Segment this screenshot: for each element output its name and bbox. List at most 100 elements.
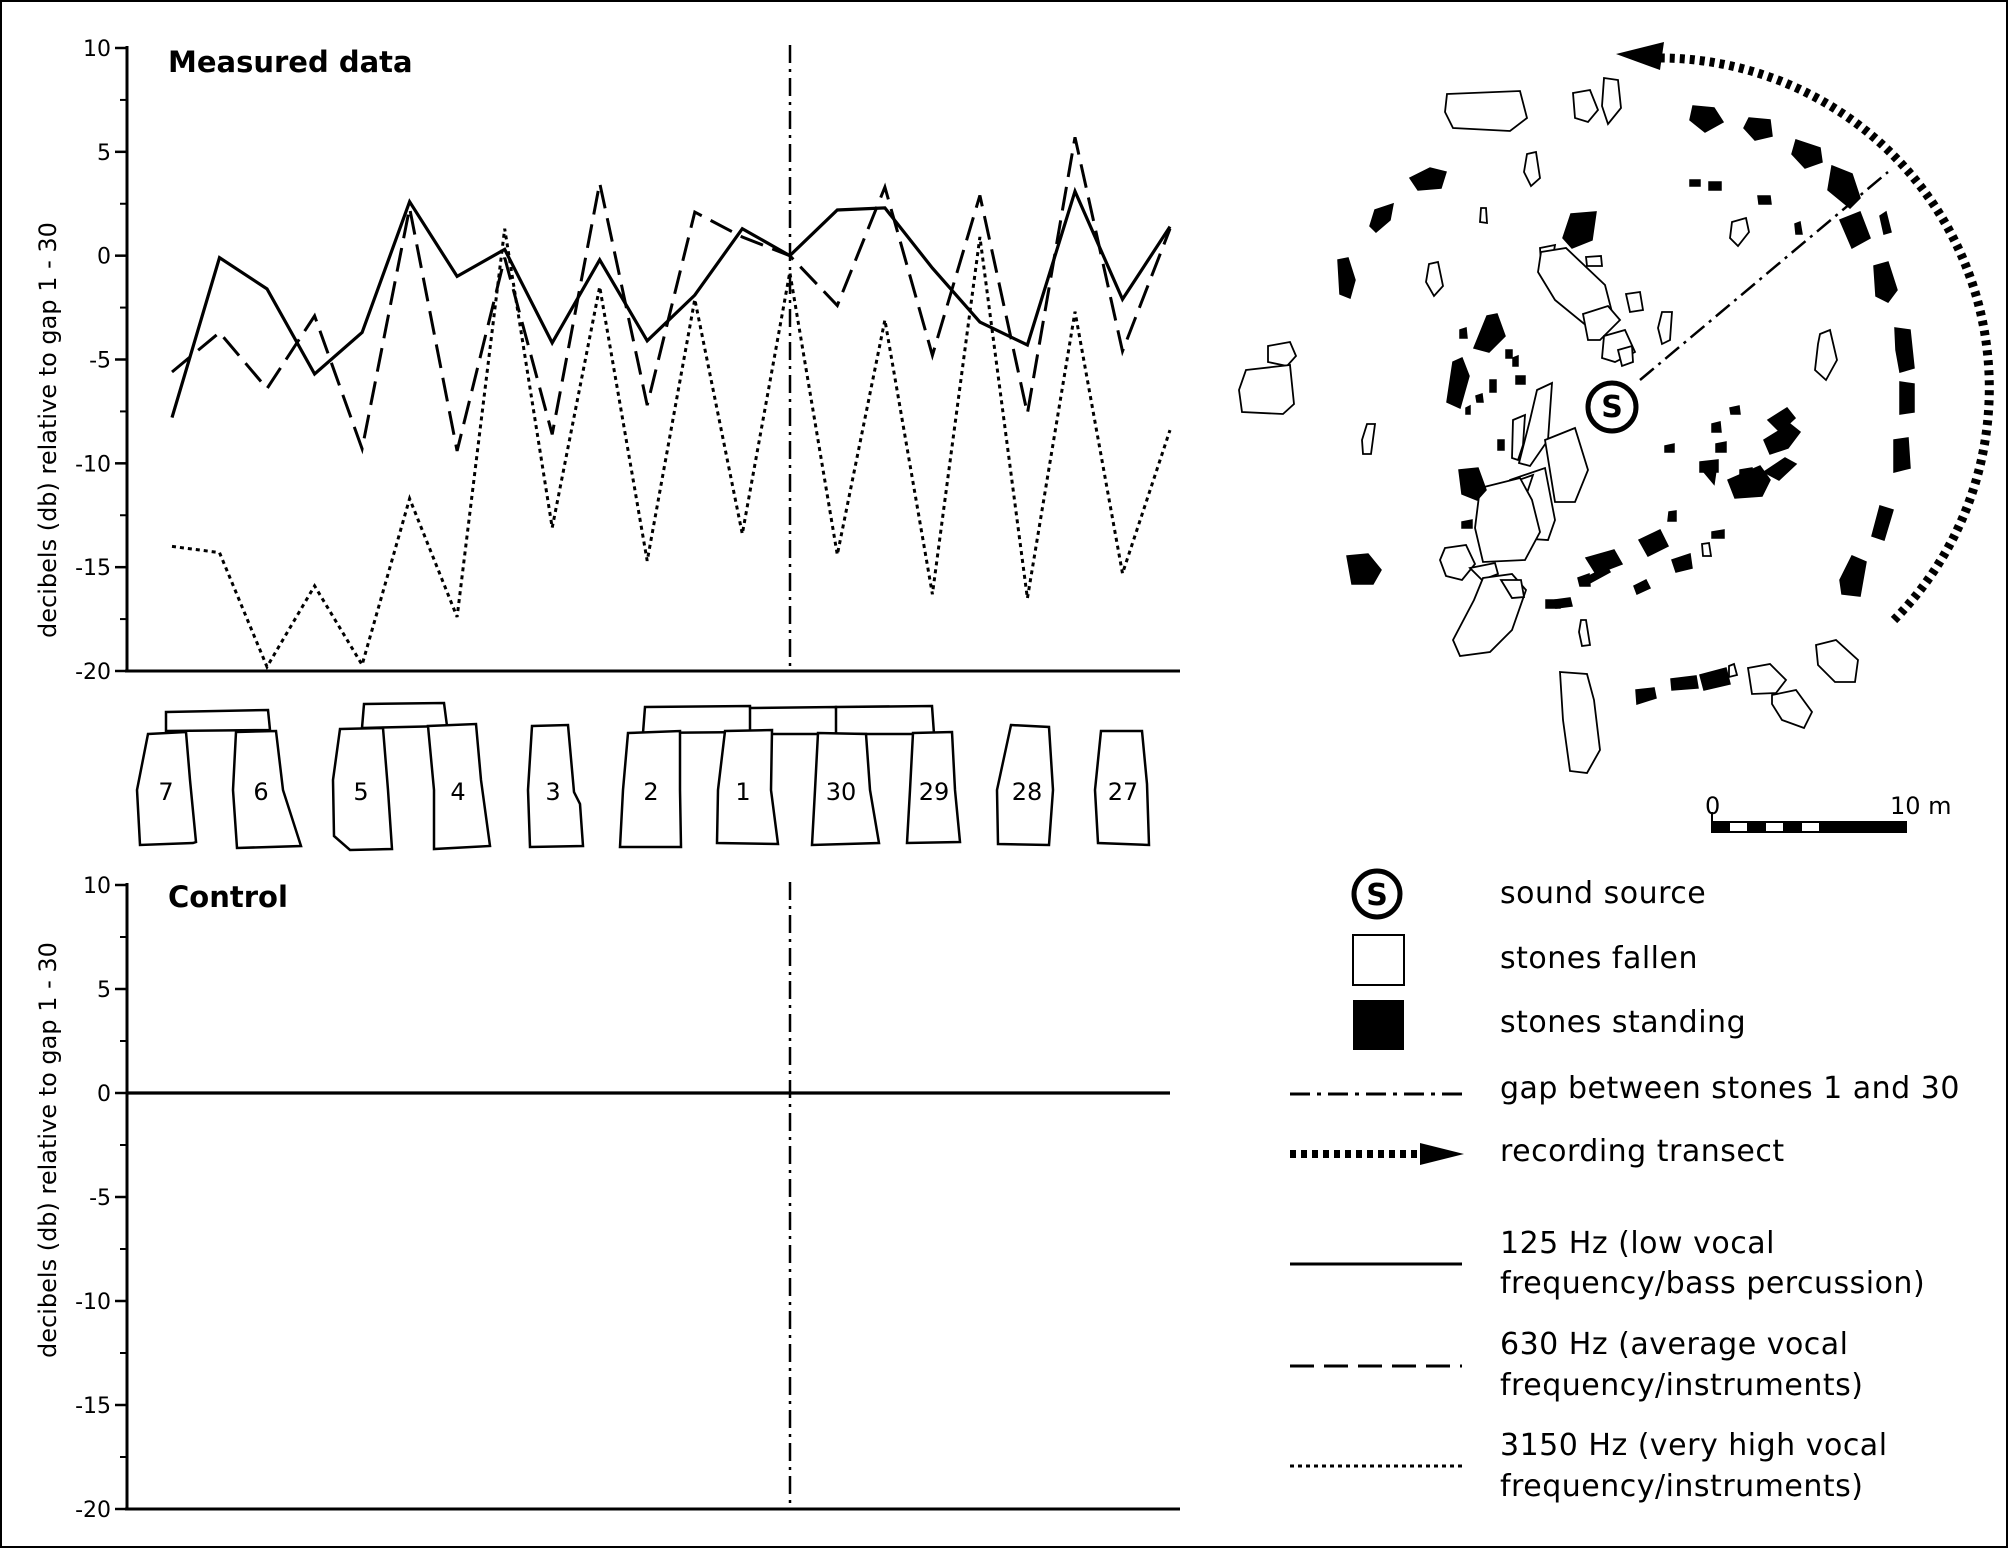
standing-stone bbox=[1741, 470, 1761, 491]
legend-stones-standing: stones standing bbox=[1353, 1000, 1746, 1050]
standing-stone bbox=[1899, 381, 1915, 415]
stone-number-label: 6 bbox=[253, 778, 268, 806]
stone-number-label: 2 bbox=[643, 778, 658, 806]
fallen-stone bbox=[1657, 311, 1673, 346]
top-series-dashed bbox=[171, 136, 1172, 455]
stone-upright-4 bbox=[426, 722, 492, 851]
standing-stone bbox=[1346, 553, 1382, 585]
fallen-stone bbox=[1814, 328, 1838, 382]
legend-125hz: 125 Hz (low vocal frequency/bass percuss… bbox=[1290, 1226, 1925, 1301]
standing-stone bbox=[1512, 354, 1519, 367]
control-title: Control bbox=[168, 880, 288, 914]
standing-stone bbox=[1369, 202, 1394, 234]
fallen-stone bbox=[1771, 689, 1814, 730]
top-series-solid bbox=[170, 186, 1172, 419]
measured-data-title: Measured data bbox=[168, 45, 413, 79]
fallen-stone bbox=[1701, 541, 1713, 557]
standing-stone bbox=[1762, 457, 1798, 481]
legend: S sound source stones fallen stones stan… bbox=[1290, 868, 1960, 1504]
fallen-stone bbox=[1439, 544, 1477, 582]
standing-stone bbox=[1505, 349, 1513, 359]
scale-bar: 0 10 m bbox=[1705, 792, 1952, 833]
top-y-tick-label: 0 bbox=[97, 245, 111, 270]
fallen-stone bbox=[1581, 304, 1622, 341]
standing-stone bbox=[1458, 467, 1487, 501]
standing-stone bbox=[1408, 167, 1447, 191]
bottom-y-tick-label: -20 bbox=[75, 1498, 111, 1523]
bottom-y-tick-label: 0 bbox=[97, 1082, 111, 1107]
standing-stone bbox=[1497, 439, 1505, 451]
transect-arrowhead bbox=[1616, 42, 1664, 70]
standing-stone bbox=[1839, 555, 1867, 597]
standing-stone bbox=[1489, 379, 1497, 393]
legend-125hz-line2: frequency/bass percussion) bbox=[1500, 1266, 1925, 1301]
control-chart: Control decibels (db) relative to gap 1 … bbox=[34, 874, 1180, 1523]
top-y-axis-label: decibels (db) relative to gap 1 - 30 bbox=[34, 222, 62, 638]
legend-stones-fallen: stones fallen bbox=[1352, 934, 1698, 986]
stone-upright-30 bbox=[810, 731, 881, 847]
standing-stone bbox=[1766, 407, 1797, 434]
standing-stone bbox=[1791, 139, 1823, 169]
bottom-y-tick-label: -5 bbox=[89, 1186, 111, 1211]
lintel-7-6 bbox=[164, 708, 272, 733]
standing-stone bbox=[1584, 549, 1624, 575]
legend-3150hz-line1: 3150 Hz (very high vocal bbox=[1500, 1428, 1888, 1463]
legend-sound-source: S sound source bbox=[1351, 868, 1706, 920]
top-series-dotted bbox=[171, 228, 1172, 671]
standing-stone bbox=[1743, 117, 1773, 141]
standing-stone bbox=[1667, 510, 1677, 522]
standing-stone bbox=[1893, 437, 1911, 473]
legend-gap-label: gap between stones 1 and 30 bbox=[1500, 1071, 1960, 1106]
standing-stone bbox=[1839, 211, 1871, 250]
standing-stone bbox=[1461, 519, 1473, 529]
fallen-stone bbox=[1559, 671, 1601, 774]
standing-stone bbox=[1446, 356, 1470, 410]
legend-sound-source-label: sound source bbox=[1500, 876, 1706, 911]
stone-upright-7 bbox=[135, 730, 198, 847]
stone-number-label: 4 bbox=[450, 778, 465, 806]
fallen-stone bbox=[1517, 381, 1554, 468]
legend-3150hz-line2: frequency/instruments) bbox=[1500, 1469, 1863, 1504]
fallen-stone bbox=[1616, 344, 1634, 368]
measured-data-chart: Measured data decibels (db) relative to … bbox=[34, 37, 1180, 685]
stone-number-label: 29 bbox=[919, 778, 950, 806]
top-y-tick-label: -5 bbox=[89, 349, 111, 374]
standing-stone bbox=[1633, 578, 1652, 596]
stone-upright-27 bbox=[1093, 729, 1151, 847]
map-gap-line bbox=[1639, 171, 1889, 381]
fallen-stone bbox=[1238, 364, 1295, 415]
standing-stone bbox=[1702, 469, 1717, 486]
standing-stone bbox=[1475, 392, 1484, 403]
stone-number-label: 3 bbox=[545, 778, 560, 806]
legend-630hz-line1: 630 Hz (average vocal bbox=[1500, 1327, 1849, 1362]
lintel-5-4 bbox=[360, 701, 449, 730]
fallen-stone bbox=[1815, 639, 1859, 683]
site-plan-map: S 0 10 m bbox=[1238, 42, 1994, 833]
standing-stone bbox=[1554, 597, 1573, 609]
stone-upright-1 bbox=[715, 728, 780, 846]
stone-upright-6 bbox=[231, 729, 303, 850]
legend-transect-label: recording transect bbox=[1500, 1134, 1785, 1169]
legend-stones-standing-label: stones standing bbox=[1500, 1005, 1746, 1040]
fallen-stone bbox=[1729, 216, 1750, 248]
standing-stone bbox=[1715, 441, 1727, 453]
standing-stone bbox=[1583, 566, 1612, 586]
fallen-stone bbox=[1267, 340, 1298, 367]
bottom-y-tick-label: 10 bbox=[83, 874, 111, 899]
standing-stone bbox=[1459, 326, 1468, 339]
legend-gap: gap between stones 1 and 30 bbox=[1290, 1071, 1960, 1106]
standing-stone bbox=[1894, 327, 1915, 373]
bottom-y-tick-label: -15 bbox=[75, 1394, 111, 1419]
lintel-2-1 bbox=[641, 704, 754, 735]
fallen-stone bbox=[1578, 619, 1592, 647]
stone-number-label: 28 bbox=[1012, 778, 1043, 806]
legend-630hz-line2: frequency/instruments) bbox=[1500, 1368, 1863, 1403]
legend-stones-fallen-label: stones fallen bbox=[1500, 941, 1698, 976]
standing-stone bbox=[1465, 404, 1471, 415]
fallen-stone bbox=[1425, 260, 1444, 298]
bottom-y-axis-label: decibels (db) relative to gap 1 - 30 bbox=[34, 942, 62, 1358]
top-y-tick-label: -20 bbox=[75, 660, 111, 685]
legend-3150hz: 3150 Hz (very high vocal frequency/instr… bbox=[1290, 1428, 1888, 1504]
